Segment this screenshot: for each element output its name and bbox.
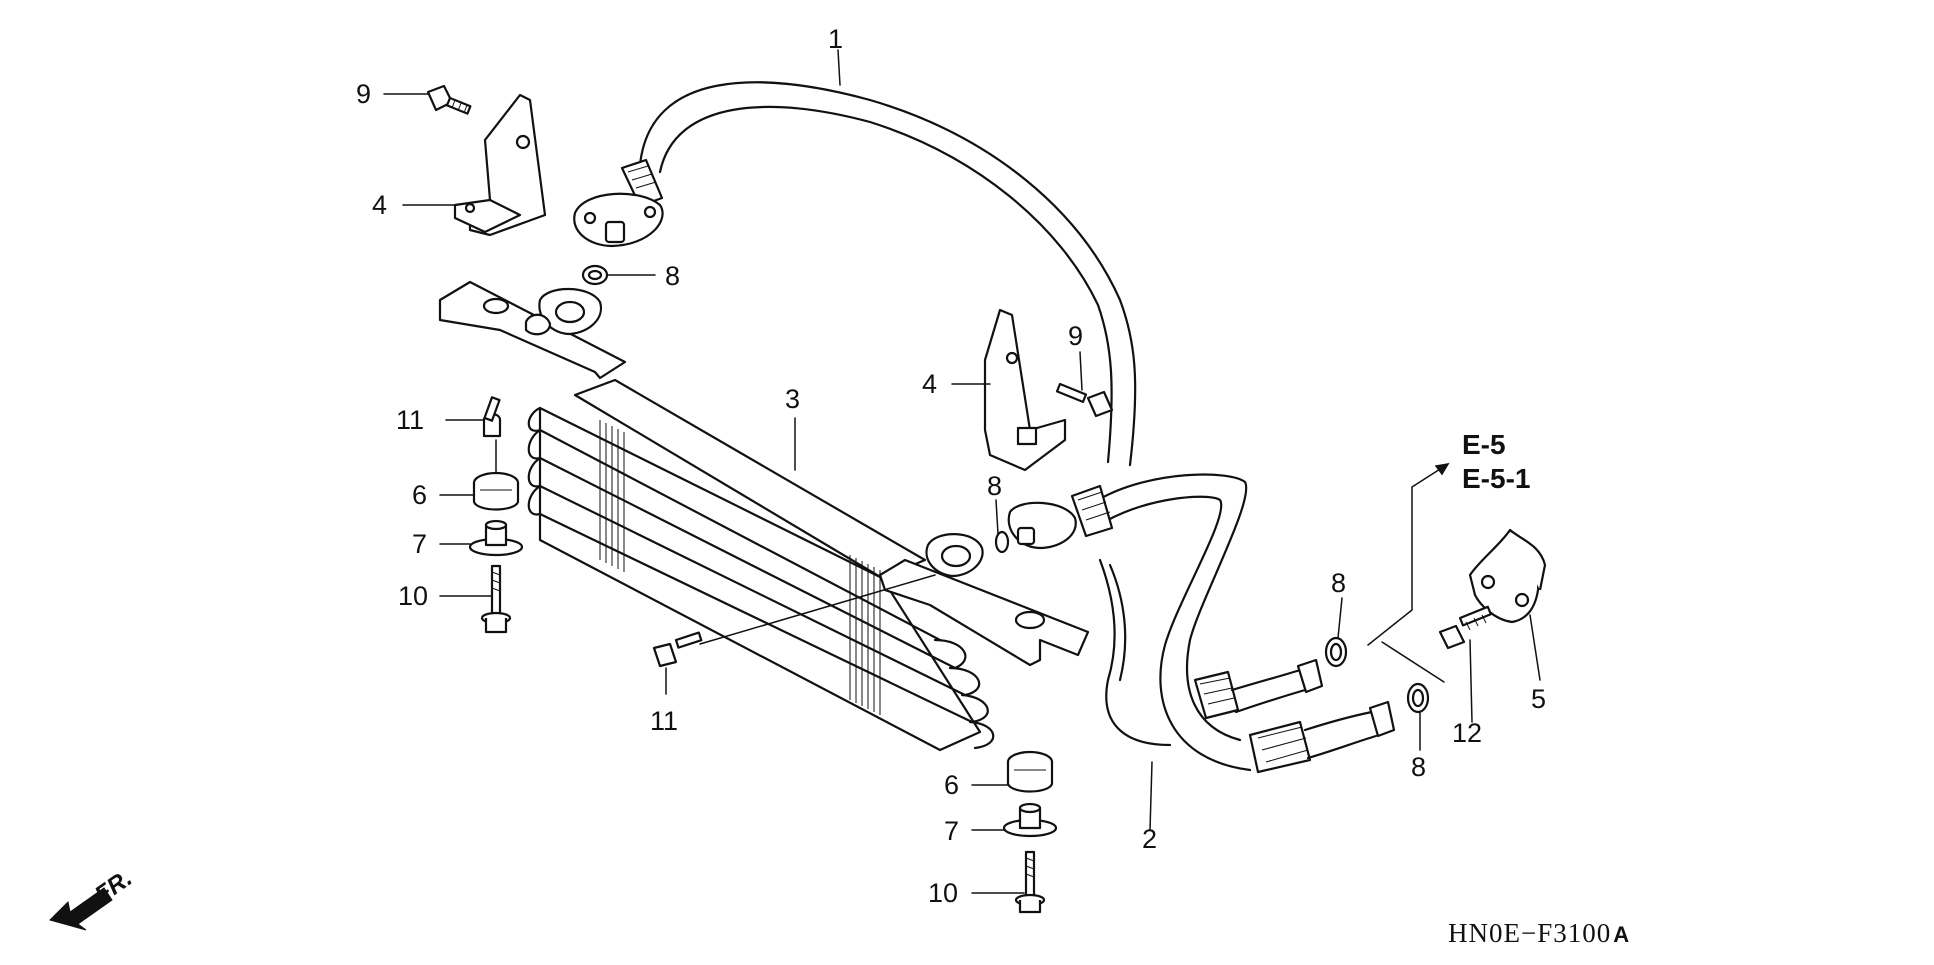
callout-1: 1 (828, 24, 843, 54)
callout-2: 2 (1142, 824, 1157, 854)
fin-hatching (599, 420, 881, 715)
callout-5: 5 (1531, 684, 1546, 714)
mount-stack-right (1002, 750, 1058, 914)
front-direction-indicator: FR. (49, 865, 137, 931)
hose-clamp (1468, 528, 1547, 624)
callout-8-right-upper: 8 (1331, 568, 1346, 598)
callout-4-left: 4 (372, 190, 387, 220)
callout-10-right: 10 (928, 878, 958, 908)
washer-8-d (1406, 682, 1430, 714)
callout-8-top: 8 (665, 261, 680, 291)
callout-7-right: 7 (944, 816, 959, 846)
callout-4-right: 4 (922, 369, 937, 399)
bolt-11-lower (652, 631, 703, 668)
washer-8-b (994, 530, 1010, 554)
bracket-right (983, 308, 1067, 472)
reference-e5-1[interactable]: E-5-1 (1462, 463, 1530, 494)
callout-8-mid: 8 (987, 471, 1002, 501)
oil-hose-upper (573, 81, 1137, 467)
callout-11-left: 11 (396, 405, 424, 435)
oil-hose-lower (1007, 473, 1396, 774)
callout-9-upper: 9 (356, 79, 371, 109)
bolt-9-upper (426, 84, 472, 115)
bolt-12 (1438, 605, 1492, 650)
bolt-9-right (1055, 382, 1114, 418)
callout-6-left: 6 (412, 480, 427, 510)
washer-8-a (581, 264, 609, 286)
leader-lines (383, 49, 1541, 894)
callout-11-lower: 11 (650, 706, 678, 736)
front-arrow-icon (49, 887, 113, 931)
callout-7-left: 7 (412, 529, 427, 559)
reference-e5[interactable]: E-5 (1462, 429, 1506, 460)
callout-3: 3 (785, 384, 800, 414)
callout-9-right: 9 (1068, 321, 1083, 351)
diagram-code: HN0E−F3100A (1448, 918, 1630, 948)
oil-cooler-core (438, 280, 1090, 752)
callout-10-left: 10 (398, 581, 428, 611)
washer-8-c (1324, 636, 1348, 668)
callout-8-right-lower: 8 (1411, 752, 1426, 782)
callout-12: 12 (1452, 718, 1482, 748)
mount-stack-left (468, 396, 524, 634)
callout-labels: 1 2 3 4 4 5 6 6 7 7 8 8 8 8 9 9 10 10 11… (356, 24, 1546, 908)
callout-6-right: 6 (944, 770, 959, 800)
bracket-left (453, 93, 547, 237)
